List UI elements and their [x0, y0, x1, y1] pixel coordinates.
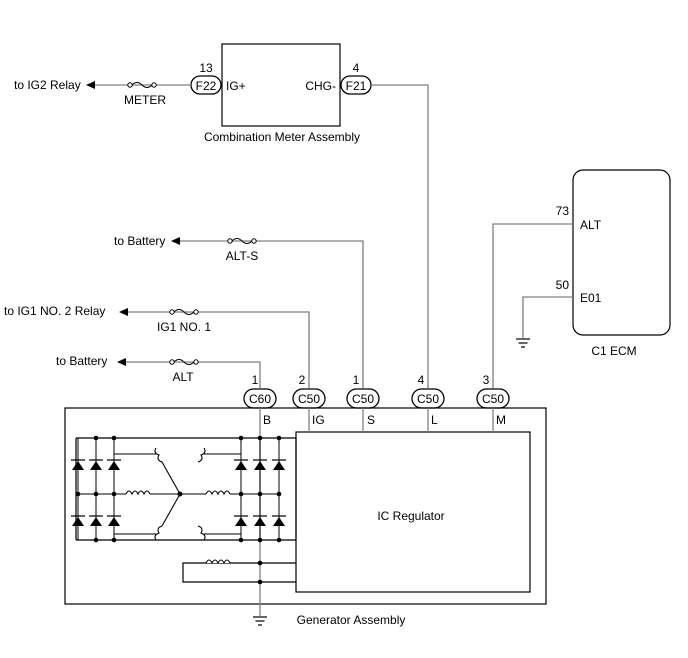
- combination-meter-box: [221, 43, 341, 127]
- chg-wire: [371, 84, 429, 388]
- field-coil-icon: [205, 559, 231, 565]
- generator-title: Generator Assembly: [297, 613, 406, 627]
- conn-c50-l-label: C50: [417, 392, 439, 406]
- alt-s-wire: [178, 240, 364, 388]
- ecm-title: C1 ECM: [591, 344, 636, 358]
- alt-to-label: to Battery: [56, 354, 107, 368]
- conn-f22-label: F22: [196, 79, 217, 93]
- rectifier-diodes: [71, 435, 286, 585]
- pin-ig-label: IG: [312, 413, 325, 427]
- ic-regulator-label: IC Regulator: [377, 509, 444, 523]
- conn-l-number: 4: [418, 373, 425, 387]
- ig1-fuse-label: IG1 NO. 1: [157, 320, 211, 334]
- pin-s-label: S: [367, 413, 375, 427]
- generator-box: [64, 407, 547, 605]
- pin-m-label: M: [496, 413, 506, 427]
- conn-f21-number: 4: [353, 61, 360, 75]
- arrow-left-icon: [171, 237, 180, 245]
- ecm-pin-e01: E01: [580, 291, 602, 305]
- arrow-left-icon: [119, 308, 128, 316]
- meter-fuse-label: METER: [124, 93, 166, 107]
- stator-winding-icon: [78, 447, 279, 541]
- ground-icon: [253, 616, 267, 626]
- fuse-icon: [127, 82, 157, 88]
- conn-f22-number: 13: [199, 61, 213, 75]
- ecm-pin-alt: ALT: [580, 218, 602, 232]
- conn-c50-s-label: C50: [352, 392, 374, 406]
- fuse-icon: [169, 309, 199, 315]
- ecm-pin-e01-number: 50: [556, 278, 570, 292]
- ground-icon: [516, 338, 530, 348]
- arrow-left-icon: [117, 358, 126, 366]
- alt-s-to-label: to Battery: [114, 234, 165, 248]
- conn-c50-ig-label: C50: [298, 392, 320, 406]
- meter-pin-ig: IG+: [226, 79, 246, 93]
- ecm-ground-wire: [522, 296, 573, 338]
- meter-feed-to-label: to IG2 Relay: [14, 78, 81, 92]
- fuse-icon: [227, 238, 257, 244]
- alt-signal-wire: [492, 223, 573, 388]
- conn-f21-label: F21: [346, 79, 367, 93]
- conn-c50-m-label: C50: [482, 392, 504, 406]
- diode-icon: [77, 438, 280, 540]
- conn-c60-b-label: C60: [249, 392, 271, 406]
- arrow-left-icon: [86, 81, 95, 89]
- ig1-wire: [126, 311, 310, 388]
- alt-fuse-label: ALT: [172, 370, 194, 384]
- conn-m-number: 3: [483, 373, 490, 387]
- meter-pin-chg: CHG-: [305, 79, 336, 93]
- combination-meter-title: Combination Meter Assembly: [204, 130, 360, 144]
- alt-s-fuse-label: ALT-S: [226, 249, 258, 263]
- conn-s-number: 1: [353, 373, 360, 387]
- conn-b-number: 1: [252, 373, 259, 387]
- generator-connectors: 1 C60 2 C50 1 C50 4 C50 3 C50: [243, 373, 510, 409]
- ig1-to-label: to IG1 NO. 2 Relay: [4, 304, 105, 318]
- fuse-icon: [169, 359, 199, 365]
- ecm-box: [572, 169, 671, 336]
- ecm-pin-alt-number: 73: [556, 204, 570, 218]
- pin-b-label: B: [263, 413, 271, 427]
- pin-l-label: L: [431, 413, 438, 427]
- conn-ig-number: 2: [299, 373, 306, 387]
